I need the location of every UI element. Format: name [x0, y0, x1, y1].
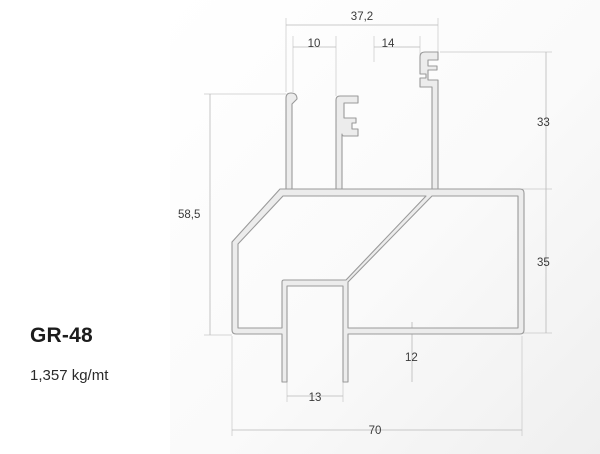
dim-top-overall: 37,2 — [351, 11, 373, 23]
dim-top-left-gap: 10 — [308, 38, 321, 50]
dim-bottom-drop: 12 — [405, 352, 418, 364]
background-shade — [170, 0, 600, 454]
dim-left-height: 58,5 — [178, 209, 200, 221]
dimension-lines — [209, 24, 547, 431]
product-code: GR-48 — [30, 324, 93, 347]
dim-bottom-stem: 13 — [309, 392, 322, 404]
dim-top-right-gap: 14 — [382, 38, 395, 50]
profile-middle-hook — [335, 95, 359, 190]
product-weight: 1,357 kg/mt — [30, 367, 109, 384]
profile-left-fin — [285, 92, 298, 190]
profile-right-hook — [419, 51, 439, 190]
dim-bottom-overall: 70 — [369, 425, 382, 437]
dim-right-lower: 35 — [537, 257, 550, 269]
extension-lines — [204, 18, 552, 436]
profile-outer-body — [231, 188, 525, 383]
profile-section — [231, 51, 525, 383]
dim-right-upper: 33 — [537, 117, 550, 129]
